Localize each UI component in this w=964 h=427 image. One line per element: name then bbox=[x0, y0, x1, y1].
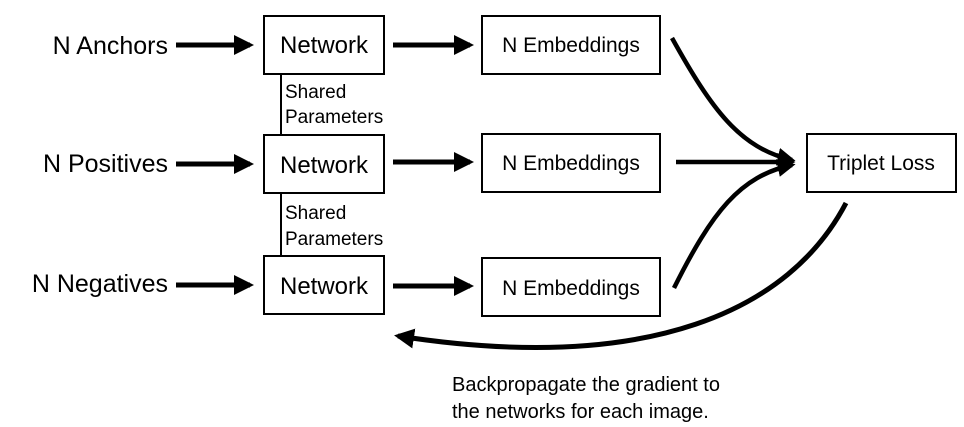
input-label-positives: N Positives bbox=[43, 150, 168, 178]
input-label-negatives: N Negatives bbox=[32, 270, 168, 298]
embeddings-box-negatives: N Embeddings bbox=[481, 257, 661, 317]
shared-label-bottom-line1: Shared bbox=[285, 203, 346, 224]
input-label-anchors: N Anchors bbox=[53, 32, 168, 60]
network-box-anchors: Network bbox=[263, 15, 385, 75]
curve-negatives-to-loss bbox=[671, 159, 796, 290]
embeddings-box-anchors: N Embeddings bbox=[481, 15, 661, 75]
backprop-curve bbox=[394, 201, 849, 350]
backprop-note-line1: Backpropagate the gradient to bbox=[452, 374, 720, 396]
triplet-loss-box: Triplet Loss bbox=[806, 133, 957, 193]
shared-label-top-line2: Parameters bbox=[285, 107, 383, 128]
embeddings-label-negatives: N Embeddings bbox=[502, 277, 640, 300]
network-label-positives: Network bbox=[280, 152, 369, 179]
backprop-note-line2: the networks for each image. bbox=[452, 401, 709, 423]
network-box-positives: Network bbox=[263, 134, 385, 194]
embeddings-box-positives: N Embeddings bbox=[481, 133, 661, 193]
triplet-loss-label: Triplet Loss bbox=[827, 152, 935, 175]
network-label-anchors: Network bbox=[280, 32, 369, 59]
shared-label-bottom-line2: Parameters bbox=[285, 229, 383, 250]
curve-anchors-to-loss bbox=[670, 36, 796, 166]
embeddings-label-positives: N Embeddings bbox=[502, 152, 640, 175]
network-label-negatives: Network bbox=[280, 273, 369, 300]
embeddings-label-anchors: N Embeddings bbox=[502, 34, 640, 57]
shared-label-top-line1: Shared bbox=[285, 82, 346, 103]
network-box-negatives: Network bbox=[263, 255, 385, 315]
